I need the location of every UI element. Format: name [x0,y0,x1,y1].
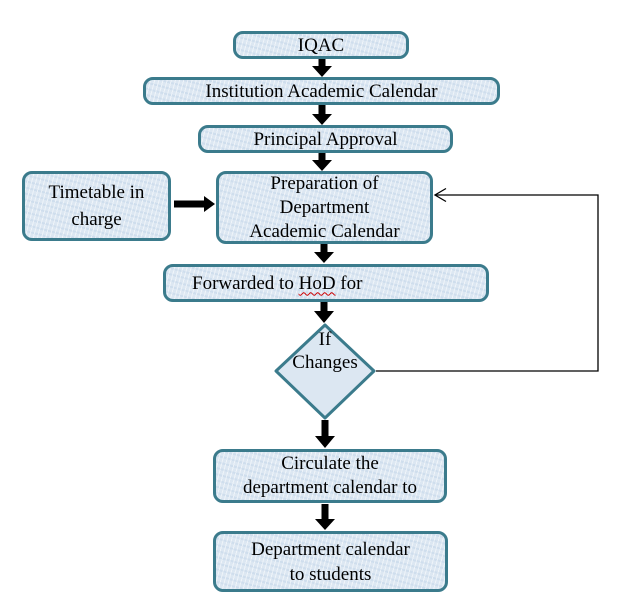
arrow-institution-to-principal [312,105,332,125]
node-circulate-line-1: Circulate the [281,453,379,474]
arrow-timetable-to-preparation [174,196,215,212]
decision-line-1: If [318,329,332,350]
node-institution-label: Institution Academic Calendar [205,80,438,102]
feedback-loop-arrowhead [433,187,447,203]
arrow-iqac-to-institution [312,58,332,77]
decision-if-changes: If Changes [276,327,374,375]
node-forwarded-to-hod: Forwarded to HoD for [163,264,489,302]
node-preparation-line-2: Department [279,196,370,218]
arrow-decision-to-circulate [315,420,335,448]
arrow-principal-to-preparation [312,153,332,171]
node-institution-academic-calendar: Institution Academic Calendar [143,77,500,105]
node-forwarded-text-after: for [340,272,363,294]
node-timetable-line-2: charge [71,209,122,230]
decision-diamond-shape [274,323,376,420]
feedback-loop-line [376,194,599,372]
node-preparation-department-academic-calendar: Preparation of Department Academic Calen… [216,171,433,244]
node-department-line-1: Department calendar [251,538,410,560]
node-forwarded-hod-word: HoD [298,272,336,294]
decision-line-2: Changes [292,352,358,373]
arrow-forwarded-to-decision [314,302,334,323]
node-iqac: IQAC [233,31,409,59]
node-principal-label: Principal Approval [253,128,398,150]
node-circulate-line-2: department calendar to [242,477,418,498]
node-department-calendar-to-students: Department calendar to students [213,531,448,592]
node-forwarded-text-before: Forwarded to [192,272,294,294]
node-preparation-line-1: Preparation of [270,172,379,194]
node-iqac-label: IQAC [297,34,345,56]
node-principal-approval: Principal Approval [198,125,453,153]
arrow-circulate-to-department [315,504,335,530]
node-preparation-line-3: Academic Calendar [249,220,400,242]
arrow-preparation-to-forwarded [314,244,334,263]
node-department-line-2: to students [289,563,372,585]
node-circulate-department-calendar: Circulate the department calendar to [213,449,447,503]
node-timetable-in-charge: Timetable in charge [22,171,171,241]
node-timetable-line-1: Timetable in [48,182,145,203]
